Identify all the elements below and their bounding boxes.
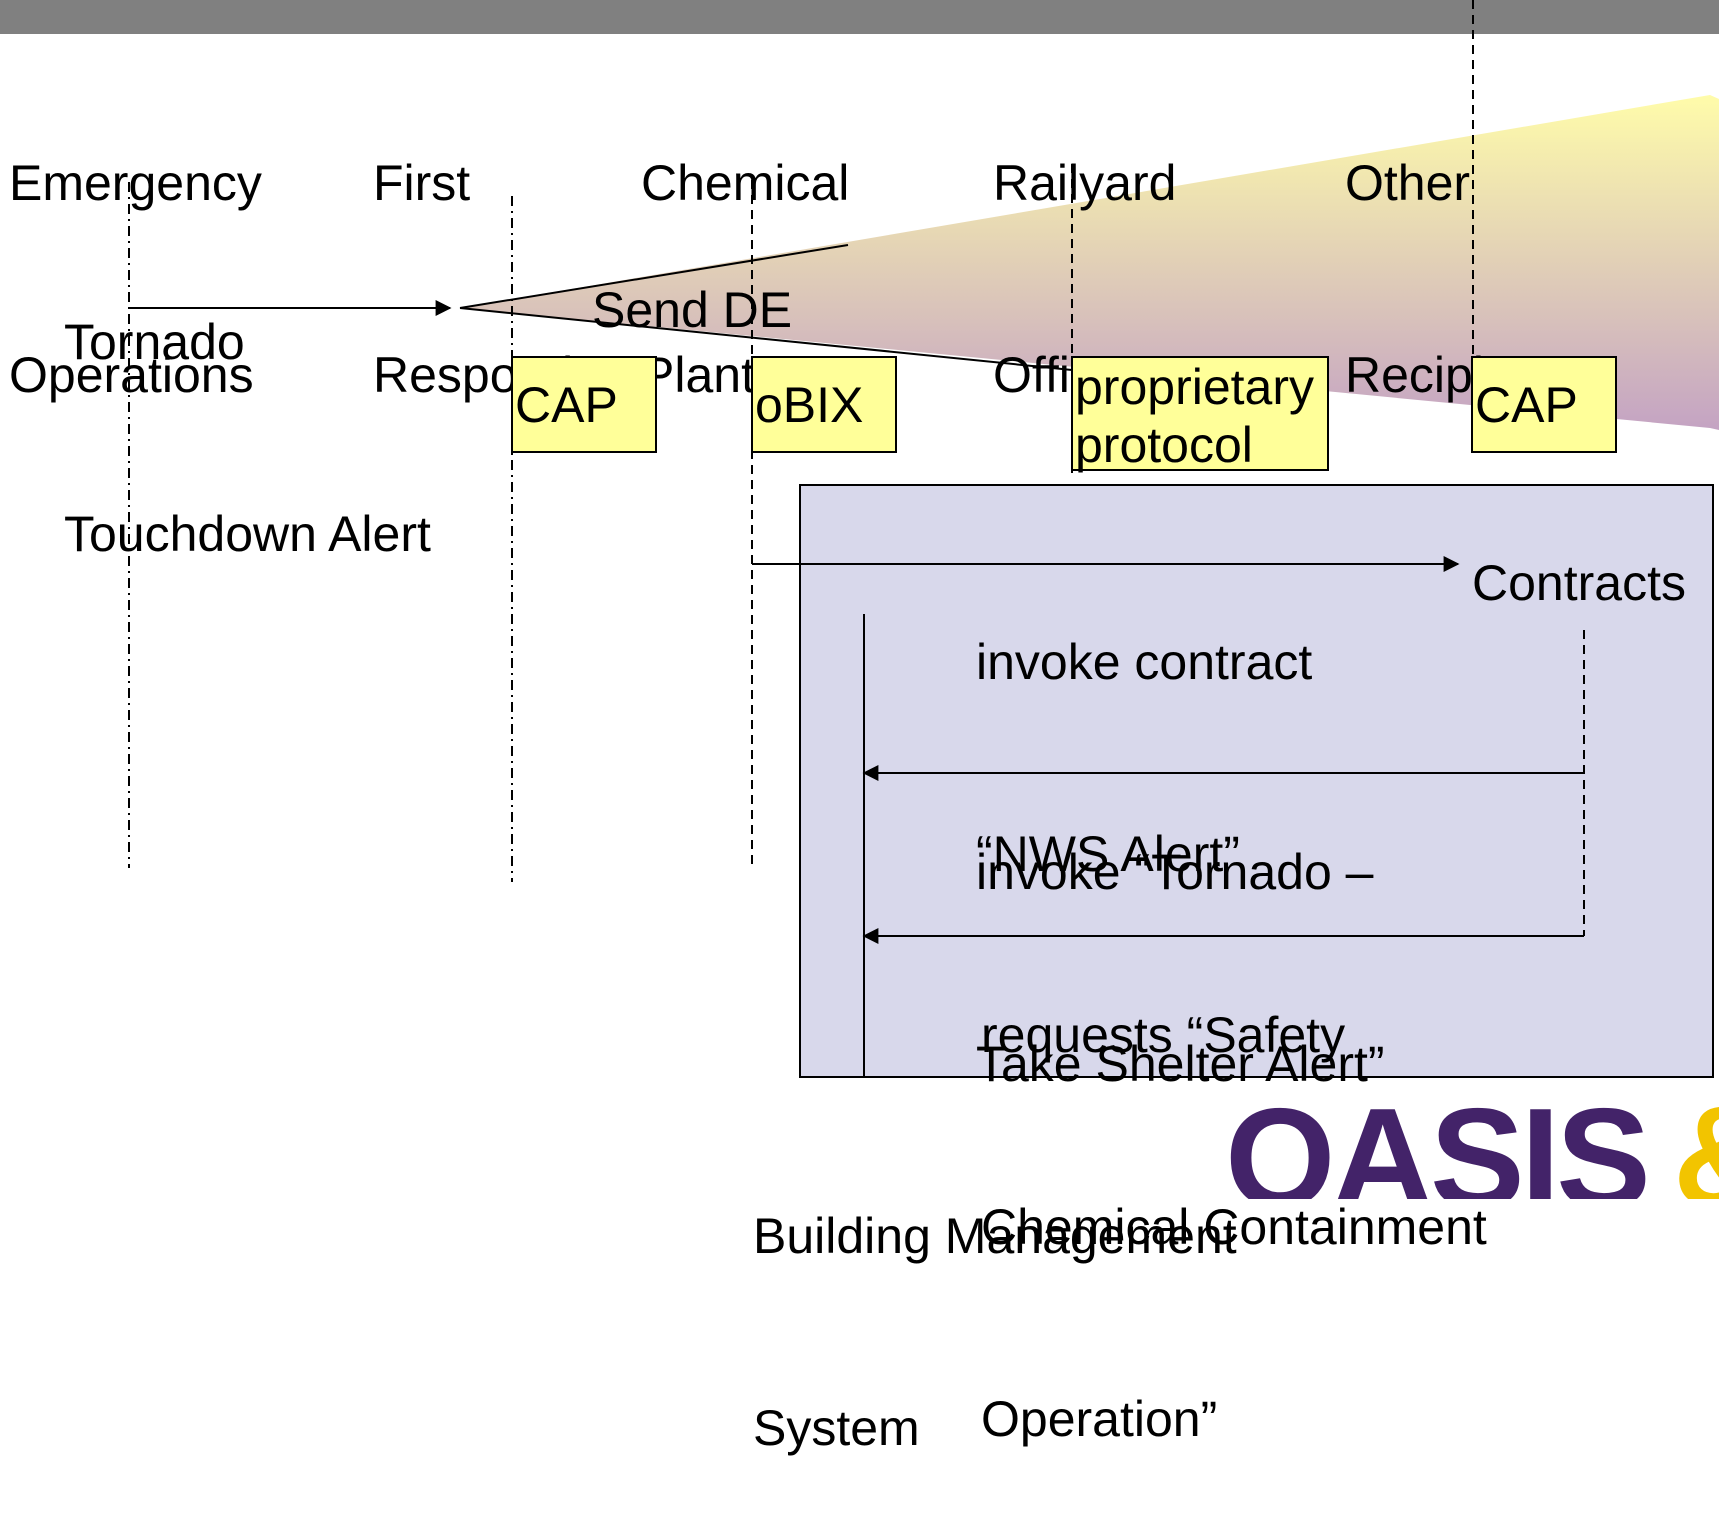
protocol-box-other-recipients: CAP xyxy=(1471,356,1617,453)
lane-header-line: Chemical xyxy=(641,155,850,211)
message-line: “NWS Alert” xyxy=(976,826,1240,882)
bms-panel xyxy=(799,484,1714,1078)
send-de-line-upper xyxy=(459,244,849,309)
protocol-box-railyard-office: proprietary protocol xyxy=(1071,356,1329,473)
event-label: Tornado Touchdown Alert xyxy=(64,182,431,630)
building-management-system-label: Building Management System xyxy=(753,1076,1237,1524)
lane-header-line: Other xyxy=(1345,155,1471,211)
protocol-box-first-responders: CAP xyxy=(511,356,657,453)
send-de-line-lower xyxy=(459,307,1073,371)
message-invoke-contract: invoke contract “NWS Alert” xyxy=(976,502,1312,950)
event-label-line: Tornado xyxy=(64,314,245,370)
protocol-label: protocol xyxy=(1075,417,1253,473)
message-line: Take Shelter Alert” xyxy=(976,1036,1385,1092)
protocol-label: proprietary xyxy=(1075,359,1314,415)
message-line: requests “Safety xyxy=(981,1007,1346,1063)
lane-header-line: Plant xyxy=(641,347,755,403)
oasis-logo: OASIS & xyxy=(1225,1082,1719,1199)
protocol-label: CAP xyxy=(1475,377,1578,433)
lane-header-emergency-operations: Emergency Operations xyxy=(9,23,262,471)
lane-header-line: Operations xyxy=(9,347,254,403)
lane-header-line: Emergency xyxy=(9,155,262,211)
lane-header-line: First xyxy=(373,155,471,211)
protocol-label: CAP xyxy=(515,377,618,433)
oasis-logo-ampersand: & xyxy=(1673,1082,1719,1199)
protocol-box-chemical-plant: oBIX xyxy=(751,356,897,453)
message-line: invoke “Tornado – xyxy=(976,844,1374,900)
lane-header-line: Railyard xyxy=(993,155,1177,211)
protocol-label: oBIX xyxy=(755,377,864,433)
oasis-logo-text: OASIS xyxy=(1225,1082,1651,1200)
broadcast-fan xyxy=(460,95,1719,430)
top-bar xyxy=(0,0,1719,34)
lane-header-railyard-office: Railyard Office xyxy=(993,23,1176,471)
message-line: invoke contract xyxy=(976,634,1313,690)
send-de-label: Send DE xyxy=(592,282,793,338)
sequence-diagram xyxy=(0,0,1719,1078)
system-label-line: System xyxy=(753,1400,920,1456)
event-label-line: Touchdown Alert xyxy=(64,506,431,562)
message-invoke-take-shelter: invoke “Tornado – Take Shelter Alert” xyxy=(976,712,1385,1160)
contracts-label: Contracts xyxy=(1472,555,1686,611)
lane-header-chemical-plant: Chemical Plant xyxy=(641,23,849,471)
system-label-line: Building Management xyxy=(753,1208,1237,1264)
